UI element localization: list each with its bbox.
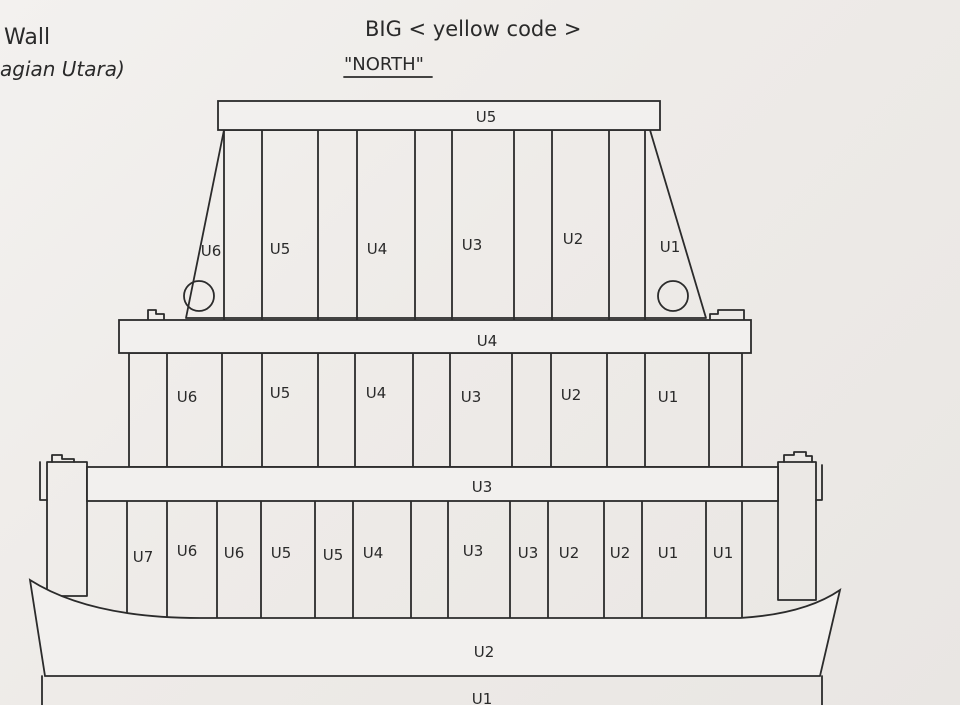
upper-tier-label: U6	[177, 388, 198, 406]
beam-top-label: U5	[476, 108, 497, 126]
top-tier-label: U2	[563, 230, 584, 248]
lower-tier-label: U4	[363, 544, 384, 562]
lower-tier-label: U5	[323, 546, 344, 564]
upper-tier-label: U1	[658, 388, 679, 406]
header-wall-text: Wall	[4, 25, 50, 50]
right-bracket-top-tier	[709, 309, 745, 321]
beam-middle-label: U3	[472, 478, 493, 496]
top-tier-label: U1	[660, 238, 681, 256]
lower-tier-label: U3	[518, 544, 539, 562]
diagram-subtitle: "NORTH"	[344, 54, 424, 75]
top-tier-label: U4	[367, 240, 388, 258]
top-tier-outline	[185, 129, 707, 319]
left-pillar-tab	[39, 461, 48, 501]
lower-tier-label: U2	[610, 544, 631, 562]
upper-tier-label: U5	[270, 384, 291, 402]
lower-tier-label: U1	[658, 544, 679, 562]
right-circle-opening	[657, 280, 689, 312]
left-pillar-bracket	[51, 454, 75, 463]
lower-tier-posts	[126, 500, 743, 619]
bottom-band-sides	[41, 675, 823, 705]
beam-lower-curved	[28, 578, 842, 677]
header-location-text: agian Utara)	[0, 57, 125, 81]
upper-tier-label: U4	[366, 384, 387, 402]
lower-tier-label: U2	[559, 544, 580, 562]
top-tier-posts	[223, 129, 646, 321]
lower-tier-label: U1	[713, 544, 734, 562]
lower-tier-label: U7	[133, 548, 154, 566]
beam-upper-label: U4	[477, 332, 498, 350]
upper-tier-label: U3	[461, 388, 482, 406]
beam-lower-label: U2	[474, 643, 495, 661]
upper-tier-posts	[166, 352, 710, 468]
top-tier-label: U6	[201, 242, 222, 260]
lower-tier-label: U5	[271, 544, 292, 562]
right-pillar-tab	[815, 464, 823, 501]
beam-upper	[118, 319, 752, 354]
top-tier-label: U3	[462, 236, 483, 254]
left-circle-opening	[183, 280, 215, 312]
beam-top	[217, 100, 661, 131]
lower-tier-label: U3	[463, 542, 484, 560]
left-side-pillar	[46, 461, 88, 597]
beam-bottom-label: U1	[472, 690, 493, 705]
top-tier-label: U5	[270, 240, 291, 258]
diagram-title: BIG < yellow code >	[365, 17, 581, 41]
beam-middle	[86, 466, 779, 502]
upper-tier-label: U2	[561, 386, 582, 404]
lower-tier-label: U6	[224, 544, 245, 562]
upper-tier-outline	[128, 352, 743, 468]
left-bracket-top-tier	[147, 309, 165, 321]
right-pillar-bracket	[783, 451, 813, 463]
lower-tier-label: U6	[177, 542, 198, 560]
right-side-pillar	[777, 461, 817, 601]
